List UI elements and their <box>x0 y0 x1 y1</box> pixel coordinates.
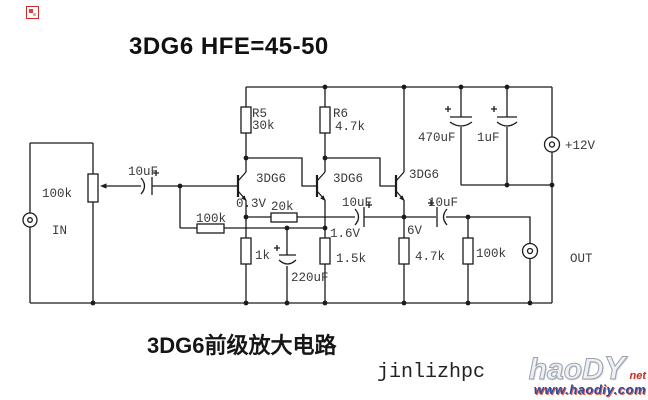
capacitor-470uF <box>445 106 473 127</box>
label-v-q3e: 6V <box>407 224 423 238</box>
resistor-bias-100k <box>196 223 225 234</box>
label-v-q2e: 1.6V <box>330 227 361 241</box>
schematic-labels: R5 30k R6 4.7k 470uF 1uF +12V 10uF 100k … <box>42 107 596 285</box>
in-terminal-icon <box>22 212 38 228</box>
resistor-4k7 <box>398 237 410 265</box>
resistor-20k <box>270 212 298 223</box>
resistor-1k <box>240 237 252 265</box>
cap-out-right-lead <box>446 216 531 243</box>
label-q2: 3DG6 <box>333 172 363 186</box>
resistor-r5 <box>240 106 252 134</box>
label-load100k: 100k <box>476 247 506 261</box>
plus-polarity-icon <box>153 170 159 176</box>
q2-to-q3-coupling <box>325 157 396 187</box>
label-cap-in: 10uF <box>128 165 158 179</box>
broken-image-icon <box>26 6 39 19</box>
page-title: 3DG6 HFE=45-50 <box>129 33 329 60</box>
circuit-caption: 3DG6前级放大电路 <box>147 333 337 358</box>
label-cap-mid: 10uF <box>342 196 372 210</box>
label-r5-name: R5 <box>252 107 267 121</box>
site-watermark: haoDY net www.haodiy.com <box>490 350 647 397</box>
watermark-brand: haoD <box>528 353 604 386</box>
watermark-brand-y: Y <box>603 350 626 386</box>
watermark-url: www.haodiy.com <box>533 382 646 397</box>
label-v-q1e: 0.3V <box>236 197 267 211</box>
label-20k: 20k <box>271 200 294 214</box>
watermark-suffix: net <box>629 370 647 382</box>
label-bias100k: 100k <box>196 212 226 226</box>
label-r6-name: R6 <box>333 107 348 121</box>
resistor-1k5 <box>319 237 331 265</box>
capacitor-220uF <box>274 245 297 265</box>
plus-polarity-icon <box>366 202 372 208</box>
label-1k5: 1.5k <box>336 252 366 266</box>
plus-polarity-icon <box>428 200 434 206</box>
emitter-arrow-icon <box>320 195 326 201</box>
author-signature: jinlizhpc <box>377 361 486 384</box>
resistor-load-100k <box>462 237 474 265</box>
label-1k: 1k <box>255 249 270 263</box>
label-cap-out: 10uF <box>428 196 458 210</box>
capacitors <box>140 106 518 265</box>
label-r5-value: 30k <box>252 119 275 133</box>
transistor-q1 <box>236 171 247 201</box>
label-220uF: 220uF <box>291 271 329 285</box>
resistor-r6 <box>319 106 331 134</box>
label-supply: +12V <box>565 139 596 153</box>
label-q3: 3DG6 <box>409 168 439 182</box>
supply-terminal-icon <box>543 136 561 153</box>
out-terminal-icon <box>521 242 539 260</box>
junction-dots <box>90 84 555 306</box>
transistor-q3 <box>394 171 405 201</box>
terminals <box>22 136 561 260</box>
label-cap470: 470uF <box>418 131 456 145</box>
label-cap1: 1uF <box>477 131 500 145</box>
pot-wiper-arrow-icon <box>100 183 107 189</box>
plus-polarity-icon <box>445 106 451 112</box>
capacitor-out-10uF <box>428 200 448 227</box>
capacitor-1uF <box>491 106 518 127</box>
label-out: OUT <box>570 252 593 266</box>
label-4k7: 4.7k <box>415 250 445 264</box>
emitter-arrow-icon <box>241 195 247 201</box>
capacitor-input-10uF <box>140 170 159 195</box>
pot-top-wire <box>30 142 94 174</box>
transistor-q2 <box>315 171 326 201</box>
label-q1: 3DG6 <box>256 172 286 186</box>
plus-polarity-icon <box>274 245 280 251</box>
resistors <box>87 106 474 265</box>
emitter-arrow-icon <box>399 195 405 201</box>
potentiometer-100k <box>87 173 99 203</box>
wires <box>29 86 553 304</box>
label-in: IN <box>52 224 67 238</box>
label-pot: 100k <box>42 187 72 201</box>
plus-polarity-icon <box>491 106 497 112</box>
label-r6-value: 4.7k <box>335 120 365 134</box>
q1-to-q2-coupling <box>246 157 317 187</box>
capacitor-mid-10uF <box>354 202 372 227</box>
transistors <box>236 171 405 201</box>
